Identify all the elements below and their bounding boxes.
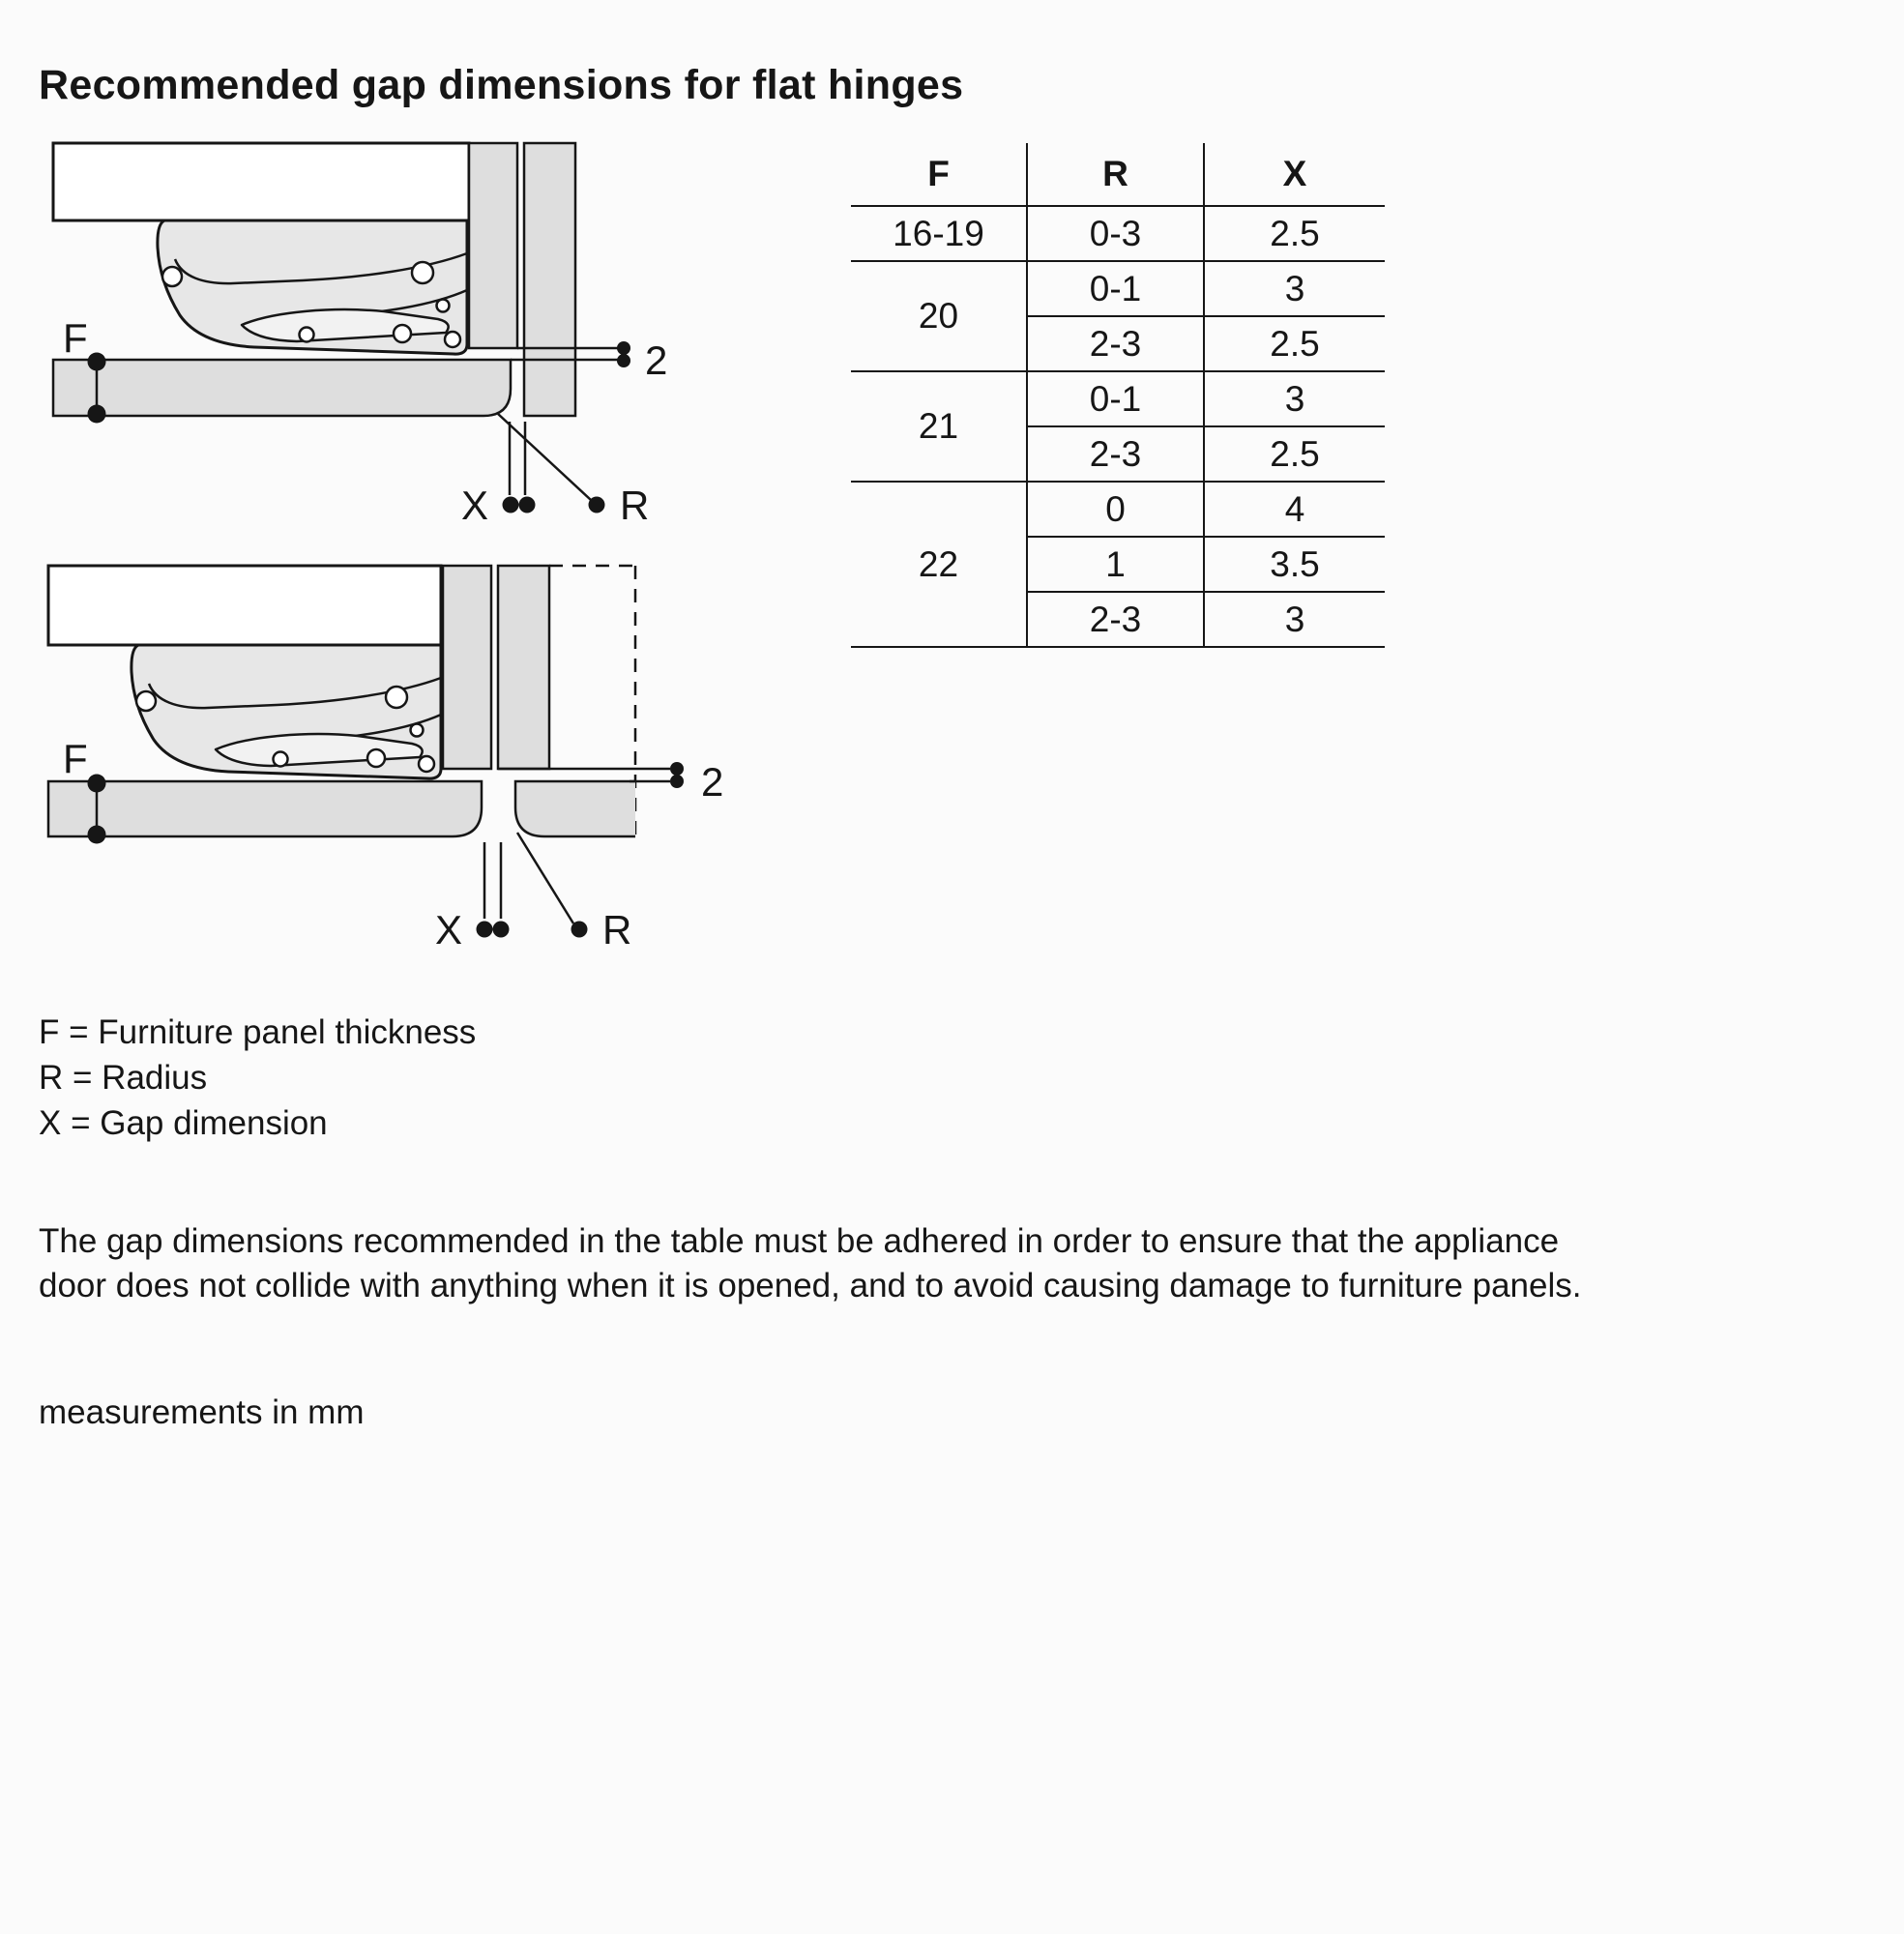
- dimension-gap-2: 2: [511, 337, 667, 383]
- cell-radius: 0-1: [1027, 371, 1205, 427]
- cell-furniture-thickness: 20: [851, 261, 1028, 372]
- dimension-dot: [492, 921, 510, 938]
- svg-text:F: F: [63, 315, 88, 361]
- dimension-f: F: [63, 736, 106, 844]
- cell-gap-dimension: 3.5: [1204, 537, 1385, 593]
- cell-radius: 0-3: [1027, 206, 1205, 262]
- cell-radius: 2-3: [1027, 426, 1205, 483]
- dimension-dot: [87, 774, 106, 793]
- dimension-dot: [670, 775, 684, 788]
- legend-r: R = Radius: [39, 1059, 208, 1097]
- dimension-x: X: [435, 842, 510, 952]
- cell-gap-dimension: 2.5: [1204, 316, 1385, 372]
- dimension-dot: [571, 921, 588, 938]
- dimension-dot: [617, 341, 630, 355]
- dimension-dot: [476, 921, 493, 938]
- svg-text:X: X: [435, 907, 462, 952]
- cell-gap-dimension: 3: [1204, 261, 1385, 317]
- cell-radius: 0: [1027, 482, 1205, 538]
- hinge-diagram-small-radius: F 2 X R: [51, 141, 667, 528]
- appliance-door-panel: [441, 564, 493, 771]
- furniture-bottom-panel: [51, 358, 513, 418]
- cell-gap-dimension: 2.5: [1204, 426, 1385, 483]
- appliance-body: [46, 564, 443, 647]
- note-paragraph: The gap dimensions recommended in the ta…: [39, 1222, 1582, 1304]
- cell-radius: 1: [1027, 537, 1205, 593]
- page-title: Recommended gap dimensions for flat hing…: [39, 62, 964, 108]
- furniture-door-panel: [522, 141, 577, 418]
- svg-text:2: 2: [645, 337, 667, 383]
- flat-hinge-icon: [130, 643, 443, 780]
- cell-radius: 2-3: [1027, 316, 1205, 372]
- dimension-dot: [670, 762, 684, 776]
- dimension-dot: [87, 404, 106, 424]
- cell-gap-dimension: 3: [1204, 371, 1385, 427]
- dimension-gap-2: 2: [498, 759, 723, 805]
- dimension-r: R: [497, 413, 649, 528]
- legend-f: F = Furniture panel thickness: [39, 1013, 477, 1051]
- dimension-dot: [502, 496, 519, 513]
- cell-radius: 0-1: [1027, 261, 1205, 317]
- legend: F = Furniture panel thickness R = Radius…: [39, 1010, 476, 1146]
- svg-text:F: F: [63, 736, 88, 781]
- legend-x: X = Gap dimension: [39, 1104, 328, 1142]
- furniture-door-panel: [496, 564, 551, 771]
- svg-text:2: 2: [701, 759, 723, 805]
- cell-gap-dimension: 4: [1204, 482, 1385, 538]
- svg-text:X: X: [461, 483, 488, 528]
- flat-hinge-icon: [156, 219, 469, 356]
- cell-gap-dimension: 3: [1204, 592, 1385, 648]
- furniture-bottom-panel-right: [513, 779, 635, 838]
- dimension-dot: [588, 496, 605, 513]
- dimension-dot: [87, 825, 106, 844]
- hinge-diagram-large-radius: F 2 X R: [46, 564, 723, 952]
- appliance-body: [51, 141, 471, 222]
- cell-furniture-thickness: 16-19: [851, 206, 1028, 262]
- dimension-dot: [617, 354, 630, 367]
- svg-text:R: R: [602, 907, 631, 952]
- cell-gap-dimension: 2.5: [1204, 206, 1385, 262]
- header-gap-dimension: X: [1204, 143, 1385, 207]
- table-header-row: F R X: [851, 143, 1385, 207]
- dimension-f: F: [63, 315, 106, 424]
- cell-furniture-thickness: 21: [851, 371, 1028, 483]
- cell-radius: 2-3: [1027, 592, 1205, 648]
- dimension-r: R: [515, 832, 631, 952]
- dimension-dot: [87, 352, 106, 371]
- measurements-note: measurements in mm: [39, 1393, 365, 1431]
- furniture-bottom-panel-left: [46, 779, 483, 838]
- svg-text:R: R: [620, 483, 649, 528]
- appliance-door-panel: [467, 141, 519, 350]
- header-radius: R: [1027, 143, 1205, 207]
- header-furniture-thickness: F: [851, 143, 1028, 207]
- dimension-dot: [518, 496, 536, 513]
- cell-furniture-thickness: 22: [851, 482, 1028, 648]
- dimension-x: X: [461, 422, 536, 528]
- furniture-panel-outline-dashed: [549, 564, 637, 836]
